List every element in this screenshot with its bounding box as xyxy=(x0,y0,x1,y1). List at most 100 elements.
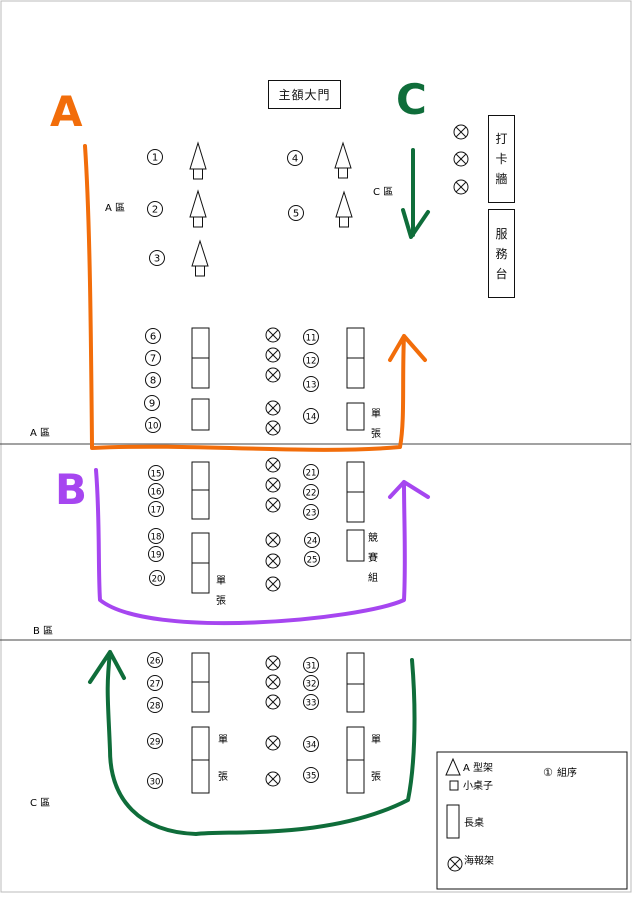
group-number-3: 3 xyxy=(149,250,165,266)
group-number-label: 3 xyxy=(154,254,160,265)
group-number-21: 21 xyxy=(303,464,319,480)
group-number-label: 34 xyxy=(306,741,317,751)
table-note-char: 單 xyxy=(371,734,381,746)
group-number-label: 7 xyxy=(150,354,156,365)
group-number-label: 18 xyxy=(151,533,162,543)
group-number-label: 11 xyxy=(306,334,317,344)
long-table xyxy=(346,357,365,389)
group-number-label: 23 xyxy=(306,509,317,519)
long-table xyxy=(346,726,365,761)
group-number-label: 26 xyxy=(150,657,161,667)
group-number-18: 18 xyxy=(148,528,164,544)
group-number-17: 17 xyxy=(148,501,164,517)
poster-rack xyxy=(453,179,469,195)
poster-rack xyxy=(453,151,469,167)
group-number-11: 11 xyxy=(303,329,319,345)
group-number-label: 9 xyxy=(149,399,155,410)
poster-rack xyxy=(265,674,281,690)
poster-rack xyxy=(265,694,281,710)
table-note-char: 單 xyxy=(371,408,381,420)
long-table xyxy=(346,327,365,359)
group-number-label: 27 xyxy=(150,680,161,690)
service-desk: 服 務 台 xyxy=(488,209,515,298)
group-number-29: 29 xyxy=(147,733,163,749)
group-number-27: 27 xyxy=(147,675,163,691)
group-number-label: 12 xyxy=(306,357,317,367)
group-number-label: 13 xyxy=(306,381,317,391)
poster-rack xyxy=(265,735,281,751)
poster-rack xyxy=(453,124,469,140)
long-table xyxy=(191,489,210,520)
a-frame-rack xyxy=(335,190,353,228)
long-table xyxy=(191,759,210,794)
long-table xyxy=(191,327,210,359)
poster-rack xyxy=(265,771,281,787)
group-number-label: 19 xyxy=(151,551,162,561)
legend-box xyxy=(436,751,628,890)
route-letter-a: A xyxy=(50,87,83,136)
legend-a-rack-label: A 型架 xyxy=(463,761,493,774)
long-table xyxy=(191,681,210,713)
poster-rack xyxy=(265,477,281,493)
a-frame-rack xyxy=(334,141,352,179)
group-number-label: 5 xyxy=(293,209,299,220)
group-number-23: 23 xyxy=(303,504,319,520)
group-number-label: 6 xyxy=(150,332,156,343)
service-desk-char: 務 xyxy=(495,246,508,261)
legend-poster-rack-icon xyxy=(447,856,463,872)
group-number-label: 10 xyxy=(148,422,159,432)
legend-long-table-label: 長桌 xyxy=(464,816,484,829)
zone-a-top-label: A 區 xyxy=(105,202,125,214)
group-number-label: 21 xyxy=(306,469,317,479)
group-number-35: 35 xyxy=(303,767,319,783)
group-number-label: 16 xyxy=(151,488,162,498)
poster-rack xyxy=(265,497,281,513)
poster-rack xyxy=(265,457,281,473)
group-number-2: 2 xyxy=(147,201,163,217)
group-number-9: 9 xyxy=(144,395,160,411)
group-number-13: 13 xyxy=(303,376,319,392)
group-number-28: 28 xyxy=(147,697,163,713)
table-note-char: 張 xyxy=(371,428,381,440)
legend-poster-rack-label: 海報架 xyxy=(464,854,494,867)
zone-c-top-label: C 區 xyxy=(373,186,393,198)
group-number-label: 1 xyxy=(152,153,158,164)
legend-order-label: 組序 xyxy=(557,766,577,779)
group-number-label: 24 xyxy=(307,537,318,547)
poster-rack xyxy=(265,532,281,548)
long-table xyxy=(191,461,210,491)
table-note-char: 張 xyxy=(218,771,228,783)
group-number-32: 32 xyxy=(303,675,319,691)
group-number-label: 14 xyxy=(306,413,317,423)
route-c-path xyxy=(88,650,417,836)
legend-order-symbol: ① xyxy=(543,766,553,779)
group-number-15: 15 xyxy=(148,465,164,481)
zone-c-label: C 區 xyxy=(30,797,50,809)
punch-wall-char: 牆 xyxy=(495,172,508,186)
group-number-12: 12 xyxy=(303,352,319,368)
punch-wall-char: 卡 xyxy=(495,152,508,166)
long-table xyxy=(346,529,365,562)
group-number-24: 24 xyxy=(304,532,320,548)
group-number-label: 8 xyxy=(150,376,156,387)
group-number-label: 15 xyxy=(151,470,162,480)
poster-rack xyxy=(265,655,281,671)
group-number-label: 30 xyxy=(150,778,161,788)
table-note-char: 競 xyxy=(368,531,378,544)
punch-clock-wall: 打 卡 牆 xyxy=(488,115,515,203)
group-number-label: 17 xyxy=(151,506,162,516)
table-note-char: 張 xyxy=(216,595,226,607)
poster-rack xyxy=(265,347,281,363)
group-number-4: 4 xyxy=(287,150,303,166)
long-table xyxy=(346,402,365,431)
table-note-char: 張 xyxy=(371,771,381,783)
group-number-14: 14 xyxy=(303,408,319,424)
long-table xyxy=(191,652,210,683)
group-number-5: 5 xyxy=(288,205,304,221)
group-number-label: 20 xyxy=(152,575,163,585)
poster-rack xyxy=(265,553,281,569)
long-table xyxy=(346,491,365,523)
group-number-25: 25 xyxy=(304,551,320,567)
